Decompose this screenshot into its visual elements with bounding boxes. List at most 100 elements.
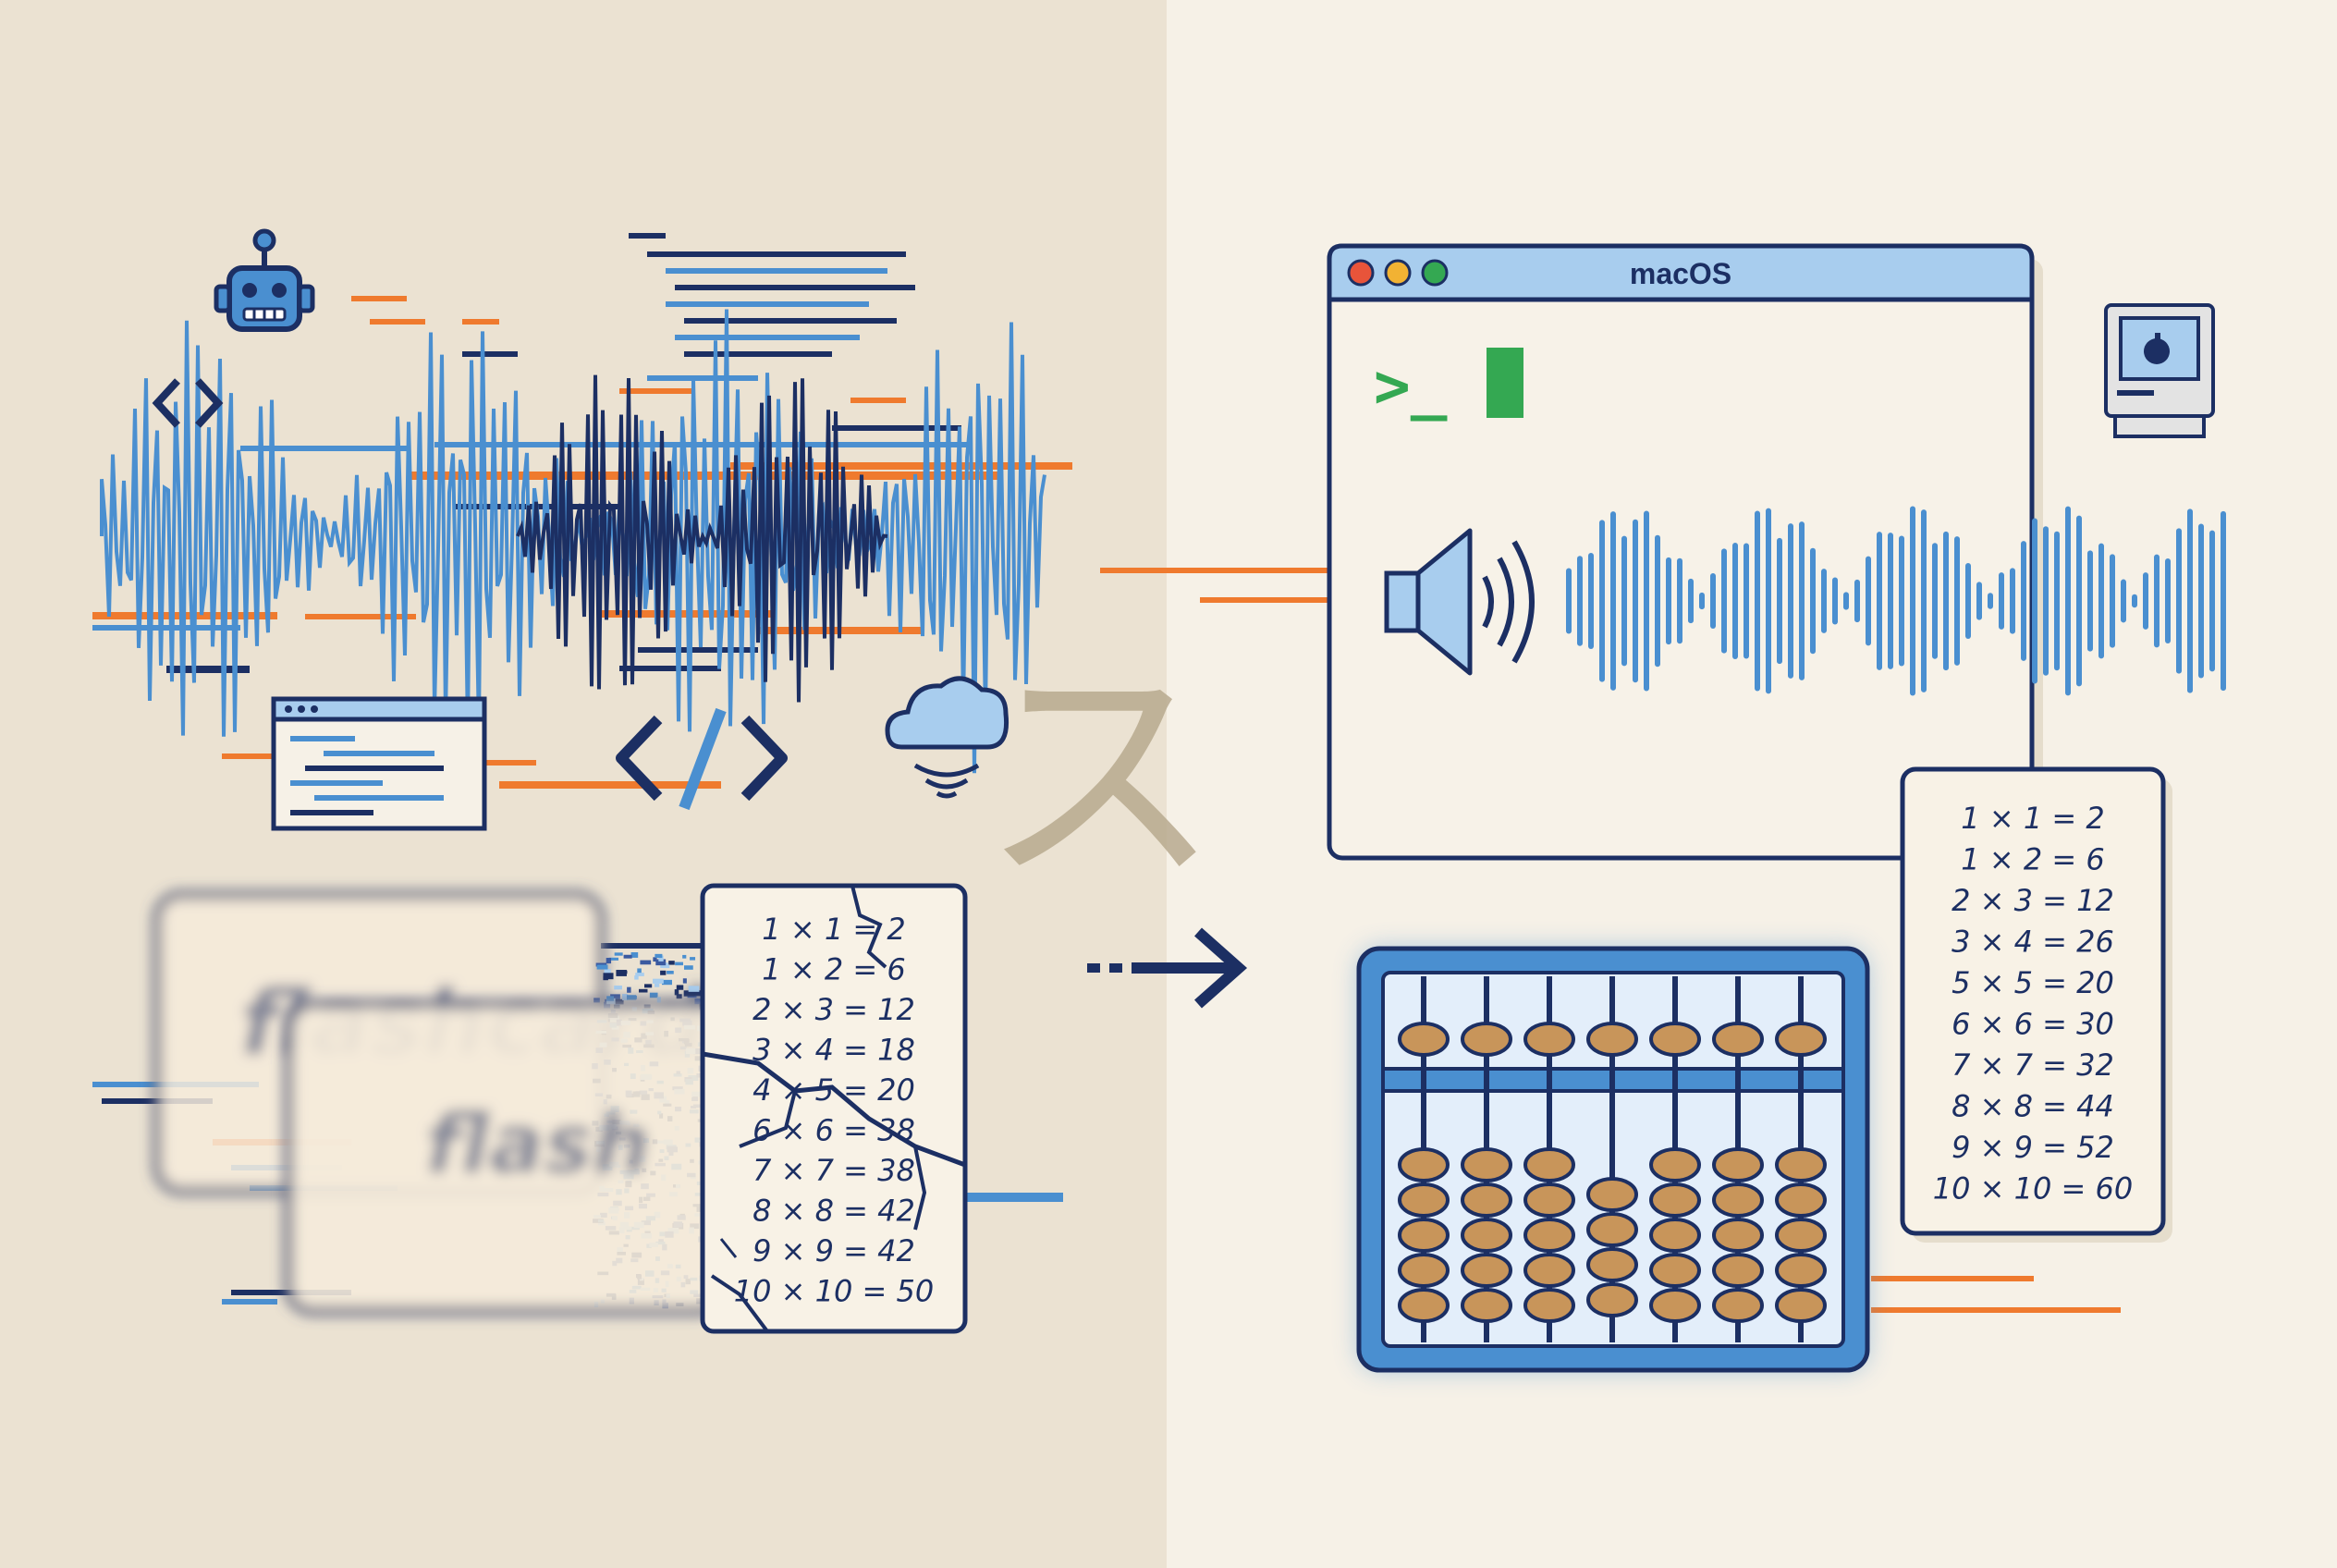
noise-pixel (630, 952, 639, 958)
cracked-table-row: 1 × 2 = 6 (762, 952, 905, 987)
waveform-bar (1965, 562, 1971, 640)
abacus-bead[interactable] (1398, 1147, 1450, 1182)
maximize-button[interactable] (1421, 259, 1449, 287)
noise-pixel (635, 973, 644, 976)
speaker-icon (1384, 528, 1535, 676)
multiplication-row: 5 × 5 = 20 (1952, 965, 2114, 1000)
multiplication-row: 10 × 10 = 60 (1933, 1171, 2133, 1207)
abacus-bead[interactable] (1461, 1288, 1512, 1323)
waveform-bar (2154, 554, 2160, 648)
waveform-bar (2209, 530, 2215, 672)
abacus-bead[interactable] (1398, 1218, 1450, 1253)
waveform-bar (1988, 593, 1993, 609)
abacus-bead[interactable] (1398, 1288, 1450, 1323)
abacus-bead[interactable] (1586, 1282, 1638, 1317)
abacus-bead[interactable] (1461, 1253, 1512, 1288)
abacus-bead[interactable] (1398, 1253, 1450, 1288)
waveform-bar (1655, 534, 1660, 668)
waveform-bar (1976, 582, 1982, 620)
abacus-bead[interactable] (1712, 1147, 1764, 1182)
abacus-bead[interactable] (1649, 1182, 1701, 1218)
waveform-bar (1644, 510, 1649, 692)
abacus-bead[interactable] (1775, 1147, 1827, 1182)
abacus-bead[interactable] (1523, 1022, 1575, 1057)
abacus-bead[interactable] (1461, 1147, 1512, 1182)
abacus-bead[interactable] (1461, 1218, 1512, 1253)
waveform-bar (1799, 521, 1805, 680)
abacus-bead[interactable] (1712, 1288, 1764, 1323)
abacus-bead[interactable] (1775, 1253, 1827, 1288)
noise-pixel (596, 964, 608, 970)
waveform-bar (2132, 594, 2137, 608)
noise-pixel (626, 995, 637, 1000)
multiplication-row: 1 × 1 = 2 (1961, 801, 2104, 836)
minimize-button[interactable] (1384, 259, 1412, 287)
waveform-bar (1843, 592, 1849, 610)
abacus-bead[interactable] (1461, 1182, 1512, 1218)
abacus-bead[interactable] (1775, 1182, 1827, 1218)
multiplication-row: 7 × 7 = 32 (1952, 1047, 2114, 1083)
window-title: macOS (1630, 257, 1731, 290)
waveform-bar (1821, 569, 1827, 633)
abacus-bead[interactable] (1712, 1253, 1764, 1288)
abacus-bead[interactable] (1712, 1182, 1764, 1218)
flashcard-front-label: flash (425, 1096, 651, 1192)
abacus-bead[interactable] (1461, 1022, 1512, 1057)
noise-pixel (604, 969, 611, 974)
abacus-bead[interactable] (1712, 1022, 1764, 1057)
abacus-bead[interactable] (1775, 1218, 1827, 1253)
waveform-bar (1766, 508, 1771, 694)
waveform-bar (1777, 537, 1782, 665)
waveform-bar (1755, 510, 1760, 692)
abacus-bead[interactable] (1775, 1022, 1827, 1057)
abacus-bead[interactable] (1649, 1218, 1701, 1253)
waveform-bar (1599, 520, 1605, 682)
multiplication-card: 1 × 1 = 21 × 2 = 62 × 3 = 123 × 4 = 265 … (1900, 766, 2172, 1243)
abacus-bead[interactable] (1586, 1212, 1638, 1247)
abacus-icon (1356, 946, 1870, 1373)
abacus-bead[interactable] (1586, 1177, 1638, 1212)
noise-pixel (608, 957, 618, 961)
waveform-bar (1633, 519, 1638, 683)
abacus-bead[interactable] (1523, 1288, 1575, 1323)
robot-icon (214, 228, 315, 332)
waveform-bar (1910, 506, 1915, 696)
clean-waveform (1566, 506, 2226, 696)
noise-pixel (675, 962, 683, 966)
abacus-bead[interactable] (1523, 1253, 1575, 1288)
abacus-bead[interactable] (1649, 1147, 1701, 1182)
waveform-bar (2176, 528, 2182, 674)
abacus-bead[interactable] (1649, 1253, 1701, 1288)
abacus-bead[interactable] (1712, 1218, 1764, 1253)
abacus-bead[interactable] (1586, 1022, 1638, 1057)
abacus-bead[interactable] (1398, 1022, 1450, 1057)
waveform-bar (1666, 557, 1671, 645)
abacus-bead[interactable] (1523, 1182, 1575, 1218)
abacus-bead[interactable] (1649, 1288, 1701, 1323)
waveform-bar (1621, 535, 1627, 667)
waveform-bar (1699, 592, 1705, 610)
waveform-bar (2087, 550, 2093, 652)
noise-pixel (617, 970, 628, 974)
close-button[interactable] (1347, 259, 1375, 287)
abacus-bead[interactable] (1523, 1147, 1575, 1182)
multiplication-row: 9 × 9 = 52 (1952, 1130, 2114, 1165)
abacus-bead[interactable] (1775, 1288, 1827, 1323)
waveform-bar (2032, 518, 2037, 684)
noise-pixel (660, 970, 667, 975)
terminal-cursor (1487, 348, 1523, 418)
macos-window: macOS >_ (1327, 243, 2043, 861)
katakana-glyph: ス (980, 638, 1220, 917)
abacus-bead[interactable] (1586, 1247, 1638, 1282)
abacus-bead[interactable] (1649, 1022, 1701, 1057)
browser-window-icon (271, 696, 487, 831)
abacus-bead[interactable] (1398, 1182, 1450, 1218)
noise-pixel (637, 968, 642, 975)
cloud-icon (885, 676, 1009, 799)
abacus-bead[interactable] (1523, 1218, 1575, 1253)
waveform-bar (1866, 556, 1871, 646)
noise-pixel (690, 957, 696, 961)
noise-pixel (676, 994, 682, 999)
waveform-bar (1810, 547, 1816, 655)
multiplication-row: 8 × 8 = 44 (1952, 1089, 2114, 1124)
